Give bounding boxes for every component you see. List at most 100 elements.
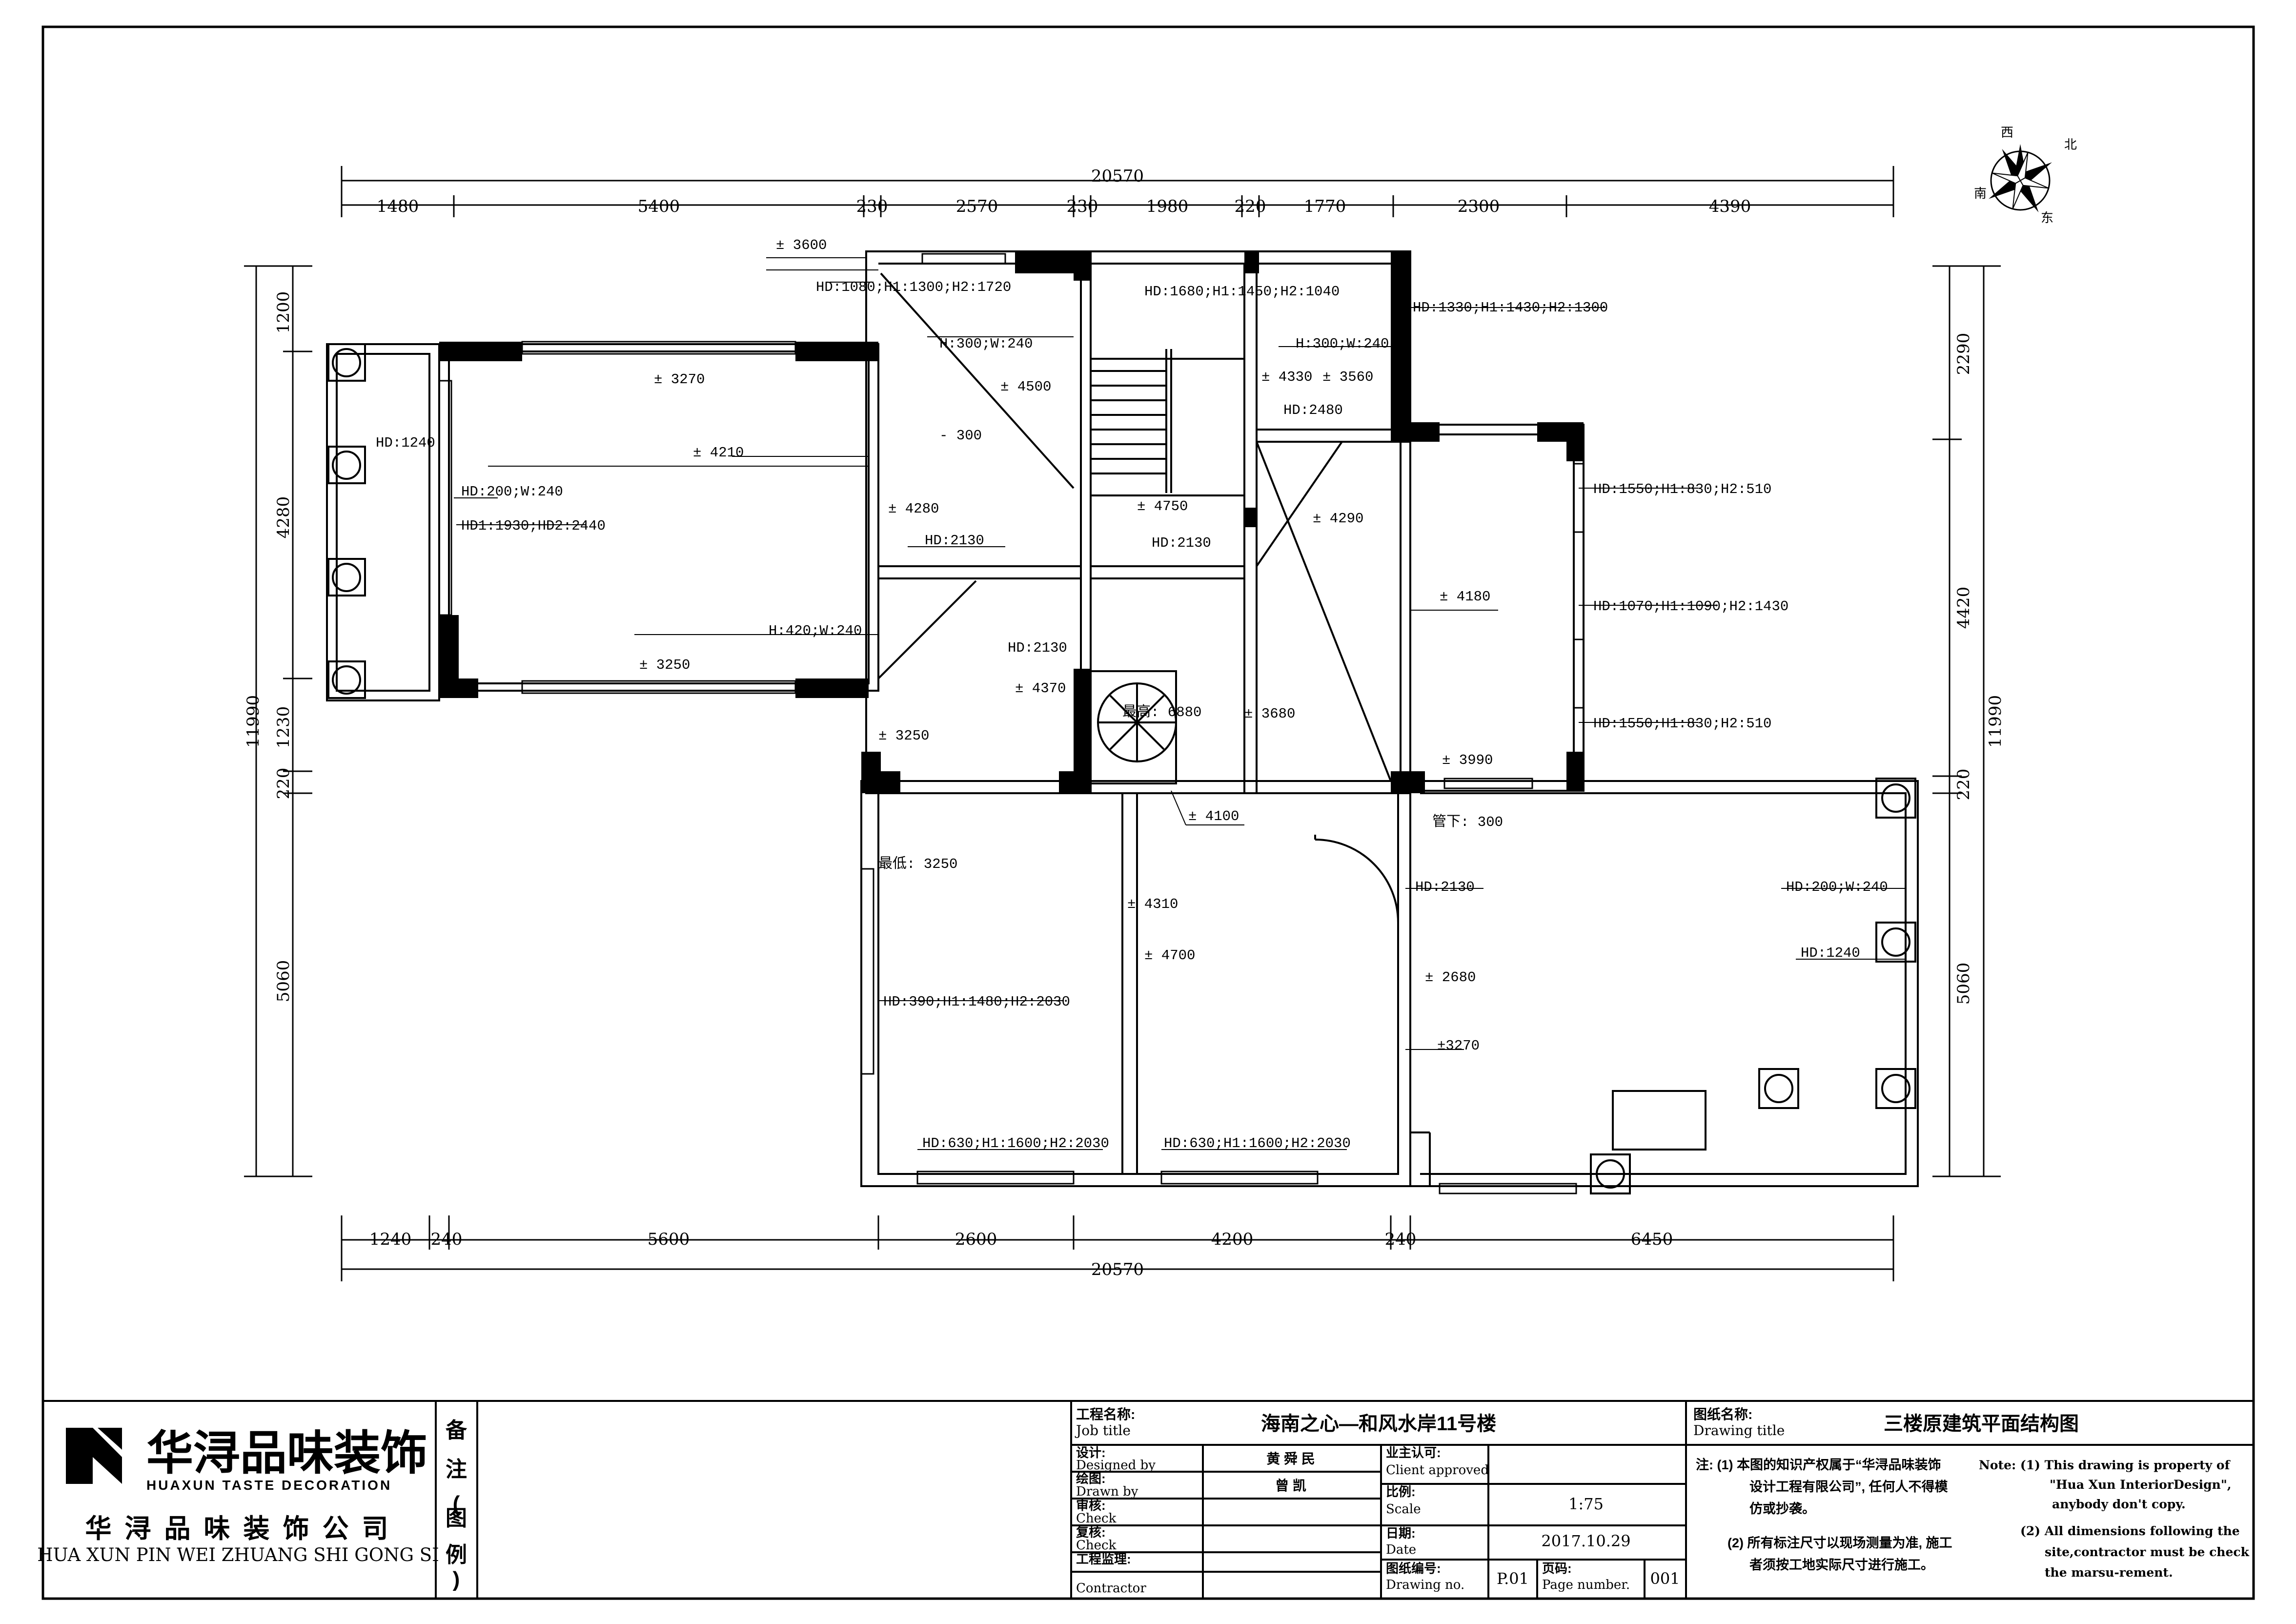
scale-value: 1:75	[1568, 1495, 1604, 1513]
logo-en-text: HUAXUN TASTE DECORATION	[146, 1478, 392, 1493]
annot-32: HD:1550;H1:830;H2:510	[1593, 716, 1771, 732]
wall-outlines	[326, 250, 1919, 1187]
annot-16: HD:1330;H1:1430;H2:1300	[1413, 300, 1608, 316]
dim-top-overall: 20570	[1091, 166, 1144, 186]
annot-30: HD:1550;H1:830;H2:510	[1593, 481, 1771, 497]
annot-45: HD:630;H1:1600;H2:2030	[922, 1135, 1109, 1151]
annot-31: HD:1070;H1:1090;H2:1430	[1593, 598, 1788, 615]
dim-bottom-overall: 20570	[1091, 1260, 1144, 1279]
date-value: 2017.10.29	[1541, 1532, 1630, 1550]
designed-label-cn: 设计:	[1076, 1445, 1106, 1460]
remark-char-2: 注	[446, 1458, 467, 1481]
floor-annotations: ± 3600 HD:1080;H1:1300;H2:1720 H:300;W:2…	[376, 237, 1888, 1151]
annot-17: ± 3270	[654, 371, 705, 388]
annot-6: ± 4280	[888, 501, 939, 517]
annot-41: ±3270	[1437, 1038, 1480, 1054]
annot-1: ± 3600	[776, 237, 827, 253]
remark-char-4: 图	[446, 1506, 467, 1530]
company-name-cn: 华 浔 品 味 装 饰 公 司	[85, 1514, 391, 1543]
dim-top-10: 4390	[1709, 197, 1751, 216]
drawn-label-en: Drawn by	[1076, 1484, 1138, 1499]
annot-40: ± 2680	[1425, 969, 1476, 986]
job-title-label-en: Job title	[1075, 1422, 1131, 1439]
right-dimension-lines	[1932, 265, 2001, 1177]
left-dimension-lines	[244, 265, 312, 1177]
remark-char-6: )	[453, 1567, 460, 1591]
drawing-title: 三楼原建筑平面结构图	[1884, 1413, 2079, 1435]
compass-rose-icon: 西 北 南 东	[1974, 125, 2077, 225]
scale-label-en: Scale	[1386, 1502, 1421, 1517]
annot-37: ± 4310	[1127, 896, 1178, 912]
company-name-pinyin: HUA XUN PIN WEI ZHUANG SHI GONG SI	[37, 1544, 439, 1565]
job-title-label-cn: 工程名称:	[1076, 1407, 1135, 1422]
note-cn-5: 者须按工地实际尺寸进行施工。	[1749, 1557, 1934, 1572]
job-title: 海南之心—和风水岸11号楼	[1261, 1413, 1496, 1435]
dim-left-4: 220	[274, 768, 293, 800]
dim-right-2: 4420	[1954, 587, 1973, 629]
check1-label-cn: 审核:	[1076, 1498, 1106, 1513]
contractor-label-en: Contractor	[1076, 1581, 1146, 1596]
dim-right-4: 5060	[1954, 963, 1973, 1005]
note-en-3: anybody don't copy.	[2052, 1497, 2186, 1511]
annot-35: 管下: 300	[1432, 813, 1503, 830]
note-cn-4: (2) 所有标注尺寸以现场测量为准, 施工	[1727, 1535, 1952, 1550]
drawing-no-value: P.01	[1497, 1569, 1529, 1588]
annot-5: - 300	[939, 428, 982, 444]
compass-west: 西	[2001, 125, 2013, 140]
remark-char-1: 备	[446, 1418, 467, 1442]
annot-8: HD:1680;H1:1450;H2:1040	[1144, 284, 1340, 300]
drawn-by: 曾 凯	[1275, 1478, 1306, 1493]
dim-top-3: 230	[856, 197, 888, 216]
drawn-label-cn: 绘图:	[1076, 1471, 1106, 1486]
annot-26: ± 3250	[878, 728, 929, 744]
structural-columns	[439, 251, 1584, 793]
notes-cn: 注: (1) 本图的知识产权属于“华浔品味装饰 设计工程有限公司”, 任何人不得…	[1696, 1457, 1952, 1572]
dim-left-1: 1200	[274, 291, 293, 334]
annot-39: HD:2130	[1415, 879, 1475, 895]
note-cn-1: 注: (1) 本图的知识产权属于“华浔品味装饰	[1696, 1457, 1941, 1472]
dim-top-7: 220	[1235, 197, 1266, 216]
annot-22: ± 3250	[639, 657, 690, 673]
dim-top-5: 230	[1067, 197, 1098, 216]
page-number-value: 001	[1650, 1569, 1680, 1588]
bottom-dimension-lines	[341, 1215, 1894, 1281]
annot-43: HD:1240	[1801, 945, 1860, 961]
dim-top-2: 5400	[638, 197, 680, 216]
annot-4: ± 4500	[1000, 379, 1051, 395]
notes-en: Note: (1) This drawing is property of "H…	[1979, 1458, 2250, 1580]
dim-top-9: 2300	[1458, 197, 1500, 216]
info-labels-middle: 业主认可: Client approved 比例: Scale 日期: Date…	[1386, 1445, 1630, 1592]
dim-bottom-7: 6450	[1631, 1230, 1673, 1249]
date-label-en: Date	[1386, 1542, 1416, 1557]
annot-7: HD:2130	[925, 533, 984, 549]
annot-3: H:300;W:240	[939, 336, 1033, 352]
annot-11: ± 3560	[1322, 369, 1373, 385]
annot-18: HD:1240	[376, 435, 435, 451]
dim-left-5: 5060	[274, 960, 293, 1003]
annot-46: HD:630;H1:1600;H2:2030	[1164, 1135, 1351, 1151]
dim-bottom-2: 240	[431, 1230, 463, 1249]
annot-28: ± 3680	[1244, 706, 1295, 722]
remark-char-3: (	[453, 1492, 460, 1516]
client-label-en: Client approved	[1386, 1463, 1489, 1478]
drawing-title-label-cn: 图纸名称:	[1693, 1406, 1752, 1422]
dim-bottom-3: 5600	[648, 1230, 690, 1249]
compass-east: 东	[2041, 210, 2053, 225]
annot-29: ± 4180	[1440, 589, 1490, 605]
dim-top-1: 1480	[377, 197, 419, 216]
annot-33: ± 3990	[1442, 752, 1493, 768]
logo-cn-text: 华浔品味装饰	[146, 1427, 427, 1480]
annot-36: 最低: 3250	[878, 855, 957, 872]
check1-label-en: Check	[1076, 1511, 1117, 1526]
annot-2: HD:1080;H1:1300;H2:1720	[816, 279, 1011, 295]
scale-label-cn: 比例:	[1386, 1484, 1416, 1499]
note-en-6: the marsu-rement.	[2045, 1565, 2173, 1580]
annot-38: ± 4700	[1144, 947, 1195, 964]
annot-42: HD:200;W:240	[1786, 879, 1888, 895]
annot-19: ± 4210	[693, 445, 744, 461]
balcony-posts	[327, 343, 1916, 1194]
annot-34: ± 4100	[1188, 808, 1239, 824]
annot-15: ± 4290	[1313, 511, 1363, 527]
note-cn-3: 仿或抄袭。	[1749, 1501, 1815, 1516]
